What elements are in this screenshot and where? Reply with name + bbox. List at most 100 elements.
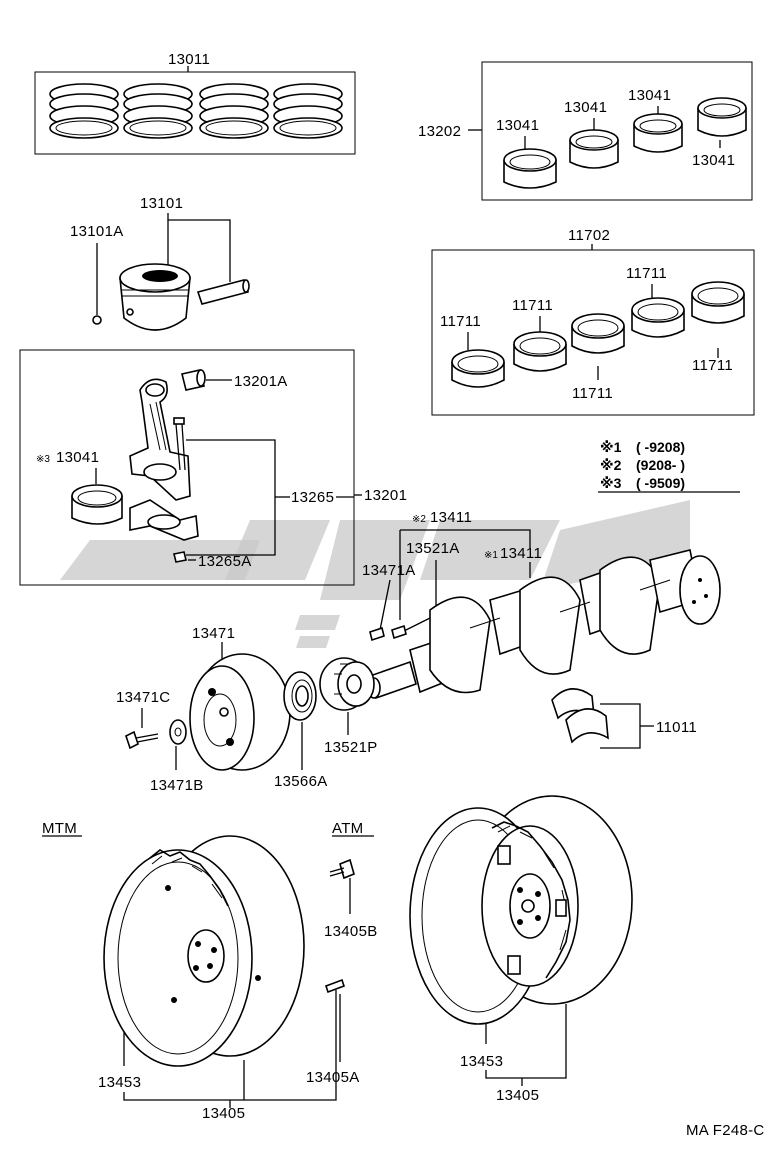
- label-11711-e: 11711: [692, 357, 733, 374]
- label-13201a: 13201A: [234, 373, 288, 390]
- label-13201: 13201: [364, 487, 407, 504]
- label-13566a: 13566A: [274, 773, 328, 790]
- crankshaft: [367, 549, 721, 700]
- label-13265: 13265: [291, 489, 334, 506]
- label-13411-main: 13411: [500, 545, 542, 562]
- label-13471: 13471: [192, 625, 235, 642]
- oil-slinger: [283, 671, 317, 721]
- piston: [119, 263, 191, 331]
- label-13471b: 13471B: [150, 777, 204, 794]
- mark-1-label: ※1: [484, 550, 498, 561]
- label-13405a: 13405A: [306, 1069, 360, 1086]
- legend-mark-3: ※3: [600, 475, 622, 491]
- piston-group: 13101 13101A: [70, 195, 250, 331]
- conrod-bush: [181, 369, 206, 391]
- label-13521p: 13521P: [324, 739, 378, 756]
- crank-pulley: [189, 653, 291, 771]
- atm-flywheel-group: 13453 13405: [409, 795, 633, 1104]
- piston-rings-group: 13011: [34, 51, 356, 155]
- label-13453-atm: 13453: [460, 1053, 503, 1070]
- snap-ring: [92, 315, 102, 325]
- mark-2-label: ※2: [412, 514, 426, 525]
- section-mtm: MTM: [42, 820, 77, 837]
- section-atm: ATM: [332, 820, 363, 837]
- conrod-bearing-shell-1: [503, 148, 557, 189]
- piston-ring-set-3: [199, 83, 269, 139]
- label-13411-top: 13411: [430, 509, 472, 526]
- conrod-nut: [173, 551, 187, 563]
- main-bearing-shell-2: [513, 331, 567, 372]
- label-13041-b: 13041: [564, 99, 607, 116]
- conrod-bearing-frame: [481, 61, 753, 201]
- flywheel-bolt: [329, 858, 355, 880]
- conrod-bearing-shell-3: [633, 113, 683, 153]
- conrod-bearing-shell-2: [569, 129, 619, 169]
- mtm-flywheel: [103, 835, 305, 1067]
- label-11711-b: 11711: [512, 297, 553, 314]
- main-bearing-shell-1: [451, 349, 505, 388]
- label-13405-atm: 13405: [496, 1087, 539, 1104]
- mtm-flywheel-group: MTM 13453 13405 ATM: [42, 820, 378, 1122]
- piston-ring-set-2: [123, 83, 193, 139]
- label-13471a: 13471A: [362, 562, 416, 579]
- thrust-washer-group: 11011: [551, 688, 697, 749]
- pulley-key: [369, 626, 385, 642]
- legend: ※1 ( -9208) ※2 (9208- ) ※3 ( -9509): [598, 439, 740, 493]
- crankshaft-group: ※2 13411 13521A ※1 13411 13471A: [362, 509, 721, 700]
- thrust-washer-2: [565, 708, 609, 744]
- label-13405b: 13405B: [324, 923, 378, 940]
- label-13101: 13101: [140, 195, 183, 212]
- piston-rings-frame: [34, 71, 356, 155]
- label-11711-a: 11711: [440, 313, 481, 330]
- pulley-bolt: [125, 730, 159, 750]
- label-13101a: 13101A: [70, 223, 124, 240]
- conrod-bearing-shell-4: [697, 97, 747, 137]
- label-11711-c: 11711: [572, 385, 613, 402]
- conrod-cap: [129, 499, 199, 541]
- legend-range-1: ( -9208): [636, 439, 685, 455]
- label-11702: 11702: [568, 227, 610, 244]
- label-13471c: 13471C: [116, 689, 170, 706]
- piston-ring-set-4: [273, 83, 343, 139]
- legend-mark-1: ※1: [600, 439, 622, 455]
- conrod-bearing-single: [71, 484, 123, 525]
- connecting-rod: [129, 378, 191, 501]
- label-13405-mtm: 13405: [202, 1105, 245, 1122]
- label-13041-c: 13041: [628, 87, 671, 104]
- label-13453-mtm: 13453: [98, 1074, 141, 1091]
- conrod-bearing-set: 13202 13041 13041 13041 13041: [418, 61, 753, 201]
- atm-flywheel: [409, 795, 633, 1025]
- watermark: [60, 500, 690, 648]
- label-13521a: 13521A: [406, 540, 460, 557]
- label-13041-a: 13041: [496, 117, 539, 134]
- main-bearing-frame: [431, 249, 755, 416]
- label-13041-conrod: 13041: [56, 449, 99, 466]
- main-bearing-shell-5: [691, 281, 745, 324]
- label-13202: 13202: [418, 123, 461, 140]
- legend-range-2: (9208- ): [636, 457, 685, 473]
- piston-pin: [196, 279, 250, 305]
- legend-mark-2: ※2: [600, 457, 622, 473]
- legend-range-3: ( -9509): [636, 475, 685, 491]
- label-11711-d: 11711: [626, 265, 667, 282]
- figure-code: MA F248-C: [686, 1122, 765, 1139]
- main-bearing-shell-4: [631, 297, 685, 338]
- label-13265a: 13265A: [198, 553, 252, 570]
- crankshaft-timing-gear: [319, 657, 375, 711]
- mark-3-label: ※3: [36, 454, 50, 465]
- label-11011: 11011: [656, 719, 697, 736]
- main-bearing-set: 11702 11711 11711 11711 11711 11711: [431, 227, 755, 416]
- pulley-group: 13471 13471C 13471B 13566A: [116, 625, 378, 794]
- piston-ring-set-1: [49, 83, 119, 139]
- conrod-bolt: [173, 417, 186, 471]
- pulley-washer: [169, 719, 187, 745]
- label-13041-d: 13041: [692, 152, 735, 169]
- crank-key: [391, 624, 407, 640]
- dowel-pin: [324, 978, 346, 994]
- main-bearing-shell-3: [571, 313, 625, 354]
- label-13011: 13011: [168, 51, 210, 68]
- conrod-group: 13201 13201A 13265: [19, 349, 407, 586]
- conrod-frame: [19, 349, 355, 586]
